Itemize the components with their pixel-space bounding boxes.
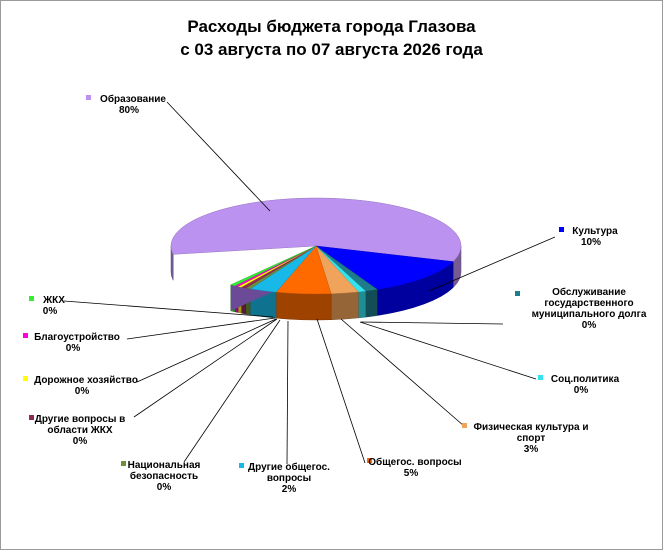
pie-side-общегос-вопросы <box>275 291 332 321</box>
pie-side-физическая-культура-и-спорт <box>330 291 359 320</box>
leader-line-соц-политика <box>359 321 537 380</box>
slice-value-образование: 80% <box>119 105 139 116</box>
marker-национальная-безопасность <box>121 461 126 466</box>
slice-value-национальная-безопасность: 0% <box>157 482 172 493</box>
slice-label-благоустройство: Благоустройство <box>34 332 120 343</box>
marker-обслуживание-государственного-муниципального-долга <box>515 291 520 296</box>
leader-line-культура <box>428 236 556 292</box>
leader-line-другие-вопросы-в-области-жкх <box>133 318 278 418</box>
slice-value-дорожное-хозяйство: 0% <box>75 386 90 397</box>
leader-line-благоустройство <box>126 317 276 340</box>
marker-дорожное-хозяйство <box>23 376 28 381</box>
chart-title-line1: Расходы бюджета города Глазова <box>187 17 476 36</box>
slice-value-жкх: 0% <box>43 306 58 317</box>
chart-title-line2: с 03 августа по 07 августа 2026 года <box>180 40 483 59</box>
chart-title: Расходы бюджета города Глазова с 03 авгу… <box>1 15 662 61</box>
marker-физическая-культура-и-спорт <box>462 423 467 428</box>
leader-line-образование <box>166 101 271 212</box>
pie-side-обслуживание-государственного-муниципального-долга <box>365 289 378 318</box>
pie-slice-образование <box>170 197 462 262</box>
slice-value-другие-вопросы-в-области-жкх: 0% <box>73 436 88 447</box>
marker-другие-вопросы-в-области-жкх <box>29 415 34 420</box>
slice-label-жкх: ЖКХ <box>42 295 65 306</box>
marker-другие-общегос-вопросы <box>239 463 244 468</box>
slice-value-другие-общегос-вопросы: 2% <box>282 484 297 495</box>
leader-line-дорожное-хозяйство <box>136 318 277 383</box>
slice-value-обслуживание-государственного-муниципального-долга: 0% <box>582 320 597 331</box>
slice-label-другие-общегос-вопросы: Другие общегос.вопросы <box>248 461 330 484</box>
leader-line-другие-общегос-вопросы <box>286 320 289 465</box>
slice-label-общегос-вопросы: Общегос. вопросы <box>368 456 461 468</box>
pie-tops <box>170 197 462 295</box>
marker-общегос-вопросы <box>367 458 372 463</box>
slice-label-культура: Культура <box>572 226 618 237</box>
slice-value-культура: 10% <box>581 237 601 248</box>
marker-культура <box>559 227 564 232</box>
leader-line-общегос-вопросы <box>316 318 366 464</box>
leader-lines <box>63 101 556 465</box>
leader-line-жкх <box>63 300 274 318</box>
pie-side-соц-политика <box>358 290 366 319</box>
marker-образование <box>86 95 91 100</box>
slice-value-физическая-культура-и-спорт: 3% <box>524 444 539 455</box>
pie-slice-жкх <box>230 245 317 287</box>
slice-label-соц-политика: Соц.политика <box>551 374 620 385</box>
marker-соц-политика <box>538 375 543 380</box>
leader-line-национальная-безопасность <box>183 319 281 463</box>
marker-благоустройство <box>23 333 28 338</box>
marker-жкх <box>29 296 34 301</box>
leader-line-физическая-культура-и-спорт <box>340 318 465 427</box>
slice-value-благоустройство: 0% <box>66 343 81 354</box>
slice-label-образование: Образование <box>100 93 166 105</box>
pie-slice-культура <box>315 245 454 290</box>
leader-line-обслуживание-государственного-муниципального-долга <box>360 321 504 325</box>
slice-value-соц-политика: 0% <box>574 385 589 396</box>
slice-value-общегос-вопросы: 5% <box>404 468 419 479</box>
slice-label-дорожное-хозяйство: Дорожное хозяйство <box>34 375 138 386</box>
